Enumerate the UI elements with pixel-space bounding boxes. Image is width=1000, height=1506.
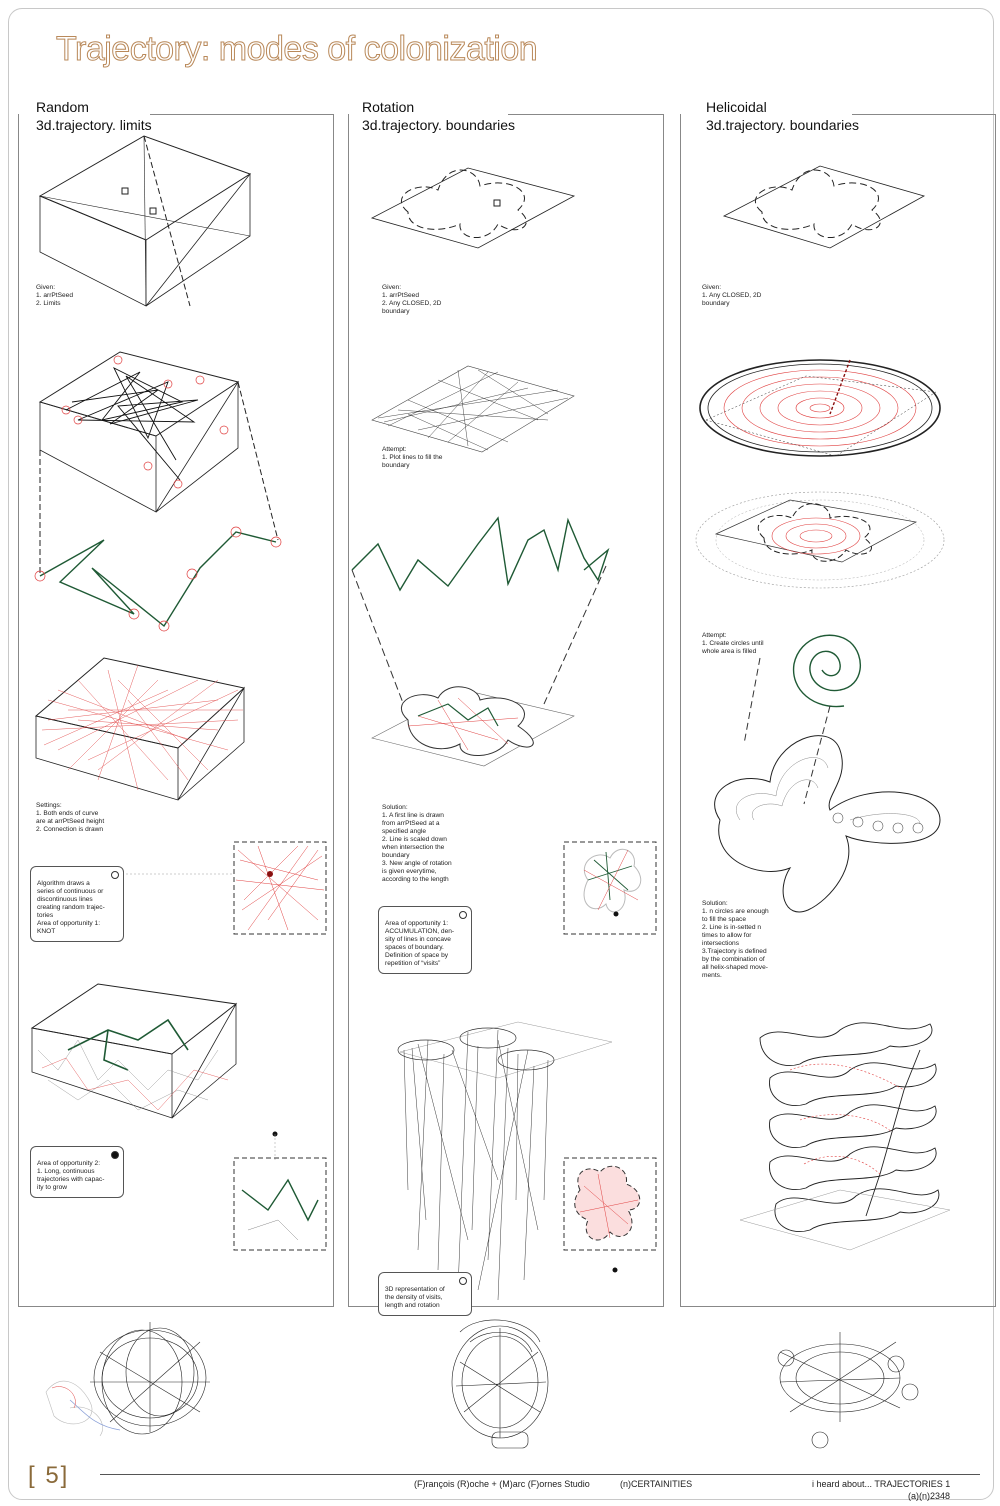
callout-text: 3D representation of the density of visi… bbox=[385, 1286, 445, 1309]
callout-text: Area of opportunity 1: ACCUMULATION, den… bbox=[385, 920, 455, 967]
column-header-rotation: Rotation 3d.trajectory. boundaries bbox=[362, 98, 515, 134]
column-subtitle: 3d.trajectory. limits bbox=[36, 117, 152, 133]
course-code: (a)(n)2348 bbox=[908, 1491, 951, 1501]
helicoidal-3d-render bbox=[777, 1332, 919, 1449]
random-callout-growth: Area of opportunity 2: 1. Long, continuo… bbox=[30, 1146, 124, 1198]
footer-divider bbox=[100, 1474, 980, 1475]
column-subtitle: 3d.trajectory. boundaries bbox=[706, 117, 860, 133]
column-name: Random bbox=[36, 99, 89, 115]
rotation-given-note: Given: 1. arrPtSeed 2. Any CLOSED, 2D bo… bbox=[382, 284, 442, 315]
boundary-plane bbox=[370, 167, 576, 249]
sheet-border bbox=[8, 8, 994, 1500]
column-subtitle: 3d.trajectory. boundaries bbox=[362, 117, 516, 133]
bottom-renders bbox=[45, 1319, 919, 1449]
panel-helicoidal bbox=[680, 114, 996, 1307]
rotation-drawings bbox=[351, 167, 657, 1300]
rotation-3d-render bbox=[451, 1319, 549, 1449]
rotation-attempt-note: Attempt: 1. Plot lines to fill the bound… bbox=[382, 446, 443, 469]
rotation-solution-note: Solution: 1. A first line is drawn from … bbox=[382, 804, 452, 883]
helix-stack bbox=[739, 1022, 951, 1251]
rotation-trajectory bbox=[351, 516, 610, 767]
rotation-callout-3d: 3D representation of the density of visi… bbox=[378, 1272, 472, 1316]
seed-box bbox=[38, 351, 279, 576]
helicoidal-attempt-note: Attempt: 1. Create circles until whole a… bbox=[702, 632, 764, 655]
page-number: [ 5] bbox=[28, 1462, 70, 1489]
column-name: Rotation bbox=[362, 99, 415, 115]
column-name: Helicoidal bbox=[706, 99, 767, 115]
random-lines-box bbox=[34, 657, 246, 801]
series-label: i heard about... TRAJECTORIES 1 bbox=[812, 1479, 951, 1489]
knot-inset bbox=[118, 841, 327, 935]
random-callout-knot: Algorithm draws a series of continuous o… bbox=[30, 866, 124, 942]
helicoidal-drawings bbox=[695, 165, 951, 1251]
course-credit: (n)CERTAINITIES bbox=[620, 1479, 693, 1489]
callout-circle-icon bbox=[111, 871, 119, 879]
column-header-random: Random 3d.trajectory. limits bbox=[36, 98, 152, 134]
callout-circle-icon bbox=[459, 1277, 467, 1285]
concentric-rings bbox=[699, 359, 941, 457]
density-columns bbox=[397, 1021, 613, 1300]
callout-dot-icon bbox=[111, 1151, 119, 1159]
helix-spiral bbox=[714, 634, 941, 913]
random-drawings bbox=[30, 135, 327, 1251]
density-inset bbox=[563, 1157, 657, 1273]
rotation-callout-accumulation: Area of opportunity 1: ACCUMULATION, den… bbox=[378, 906, 472, 974]
panel-rotation bbox=[348, 114, 664, 1307]
random-given-note: Given: 1. arrPtSeed 2. Limits bbox=[36, 284, 74, 307]
green-trajectory bbox=[34, 526, 282, 632]
filled-circles bbox=[695, 491, 945, 589]
page-title: Trajectory: modes of colonization bbox=[55, 30, 538, 69]
helicoidal-solution-note: Solution: 1. n circles are enough to fil… bbox=[702, 900, 769, 979]
column-header-helicoidal: Helicoidal 3d.trajectory. boundaries bbox=[706, 98, 859, 134]
callout-text: Area of opportunity 2: 1. Long, continuo… bbox=[37, 1160, 105, 1191]
fill-lines-plane bbox=[371, 365, 575, 453]
studio-credit: (F)rançois (R)oche + (M)arc (F)ornes Stu… bbox=[414, 1479, 590, 1489]
random-settings-note: Settings: 1. Both ends of curve are at a… bbox=[36, 802, 105, 833]
callout-text: Algorithm draws a series of continuous o… bbox=[37, 880, 105, 935]
limits-box bbox=[38, 135, 252, 307]
panel-random bbox=[18, 114, 334, 1307]
callout-circle-icon bbox=[459, 911, 467, 919]
helicoidal-given-note: Given: 1. Any CLOSED, 2D boundary bbox=[702, 284, 762, 307]
boundary-plane bbox=[722, 165, 926, 249]
random-3d-render bbox=[45, 1322, 210, 1437]
accumulation-inset bbox=[563, 841, 657, 935]
growth-box bbox=[30, 983, 327, 1251]
